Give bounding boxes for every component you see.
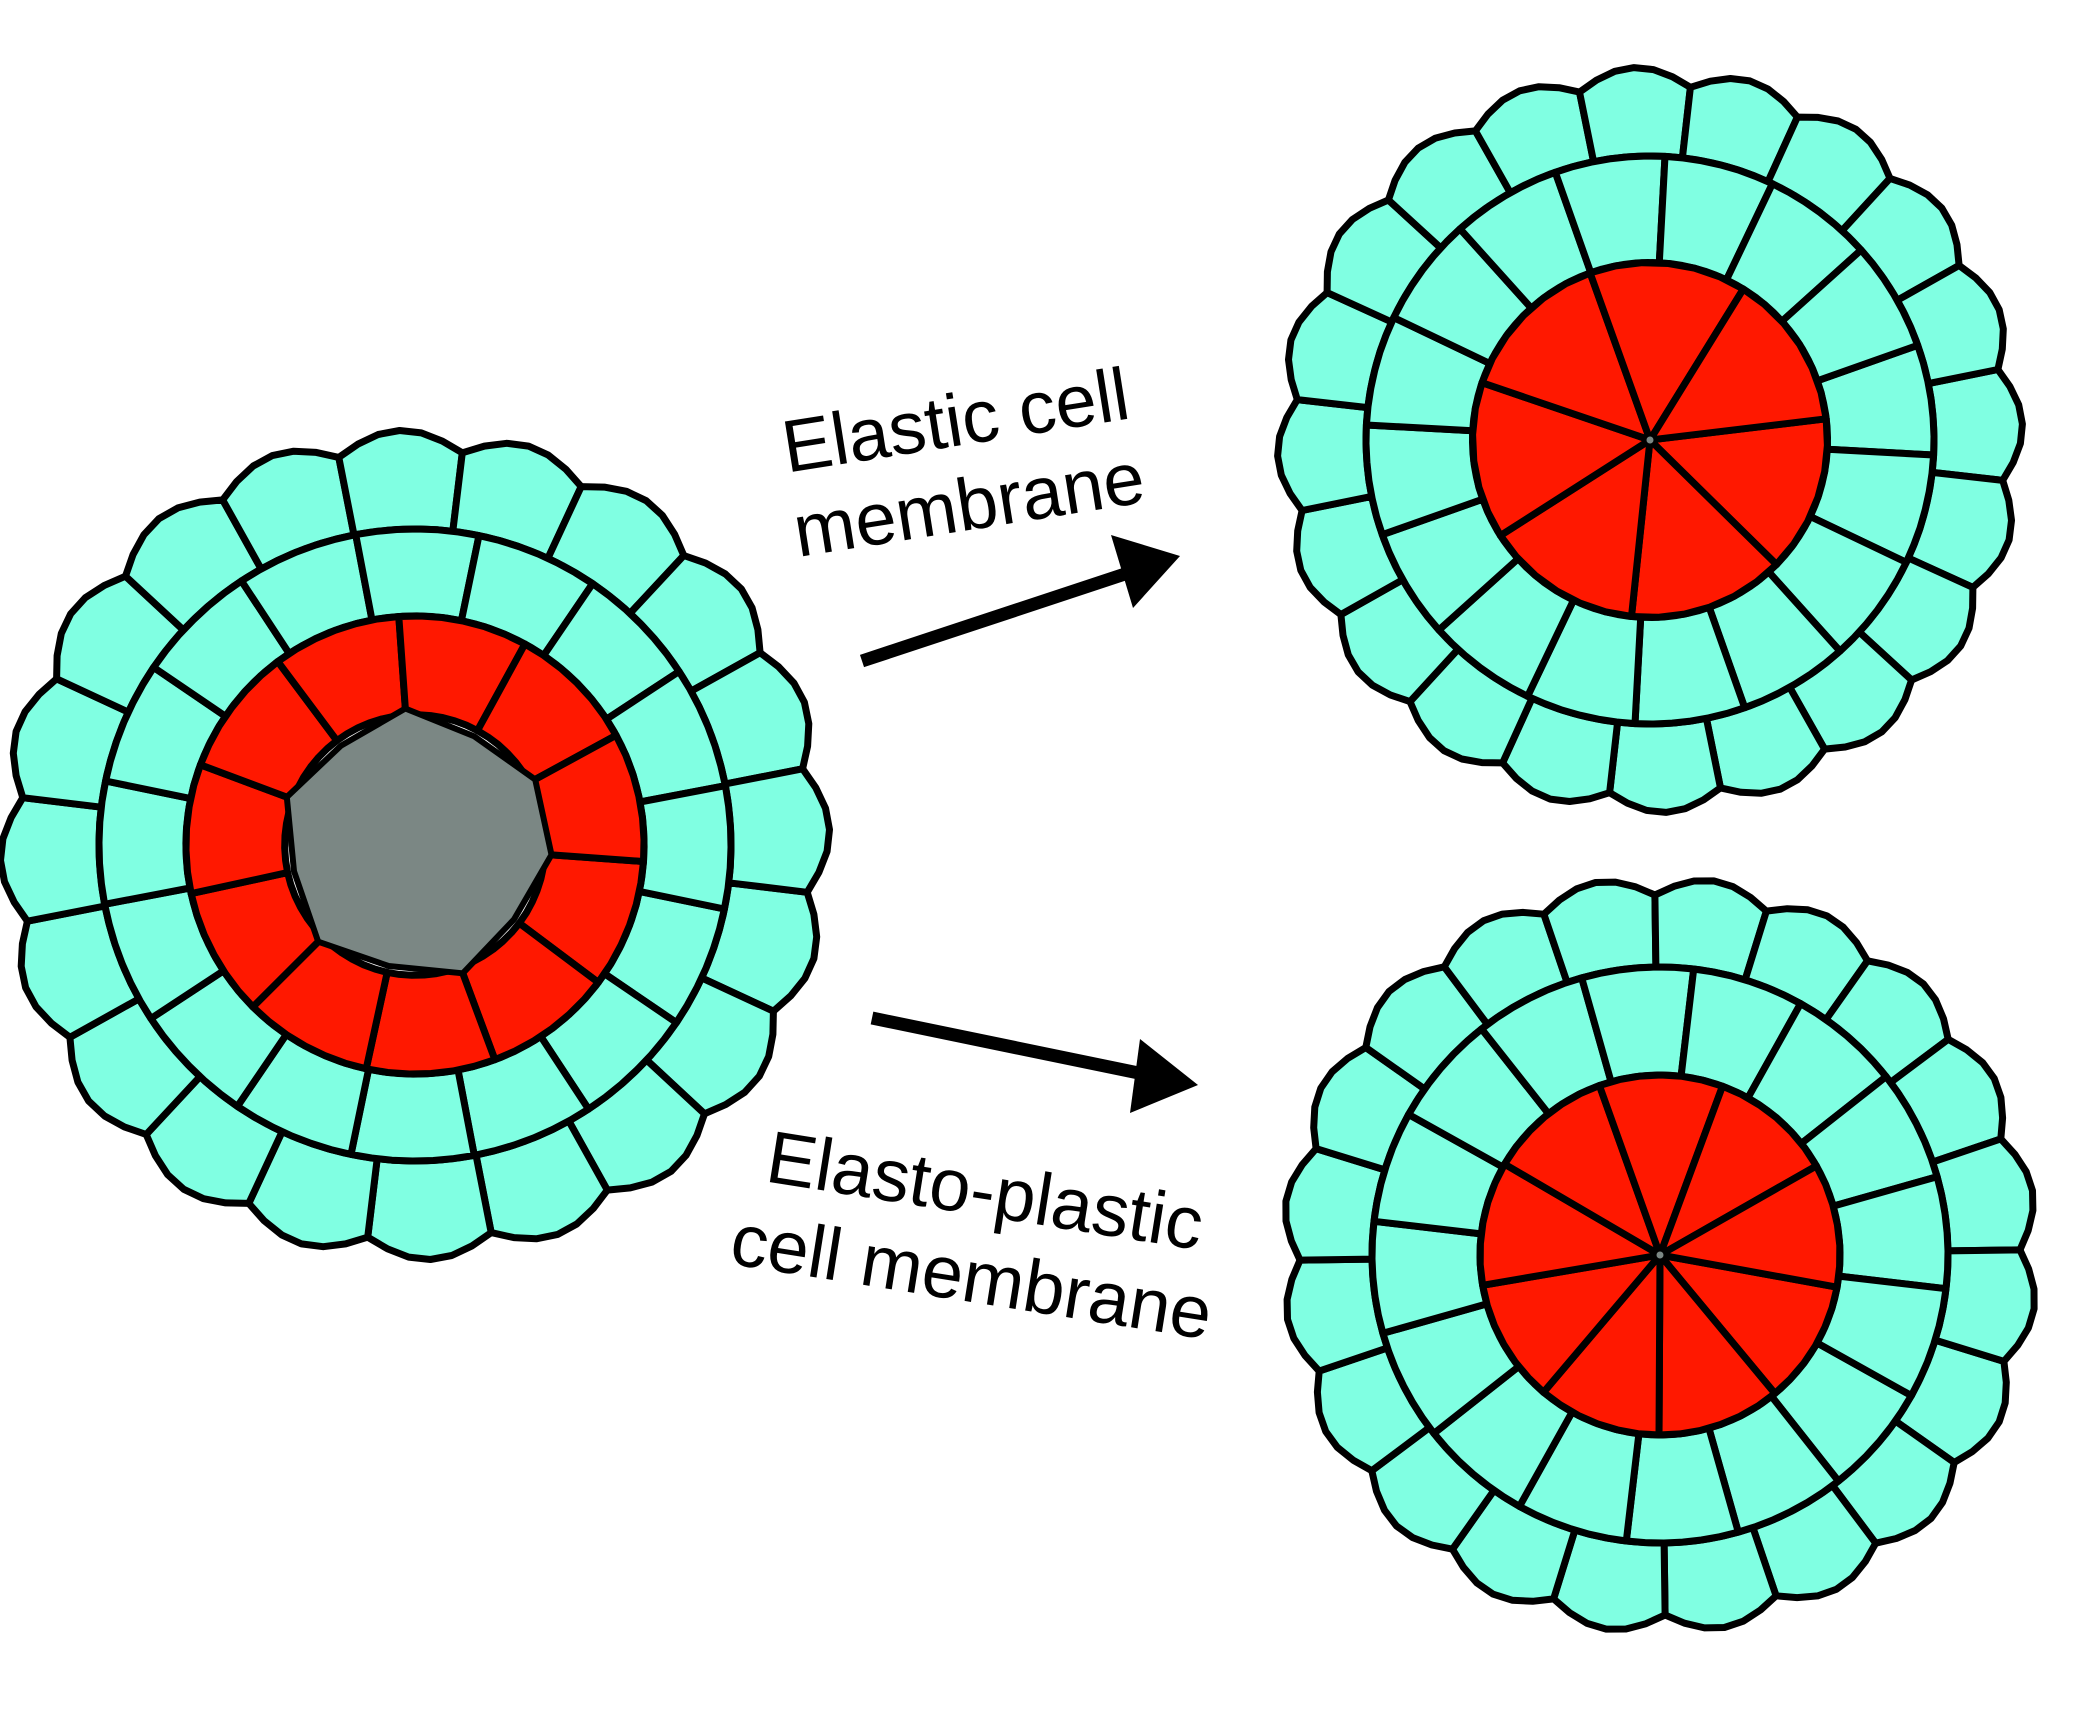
outer-cell: [352, 525, 483, 625]
closed-lumen-point: [1643, 433, 1657, 447]
elastoplastic-result-cluster: [1282, 877, 2038, 1633]
elastic-result-cluster: [1274, 64, 2026, 816]
lumen: [283, 705, 555, 977]
inner-cell: [1656, 1162, 1844, 1291]
outer-cell: [335, 427, 466, 539]
outer-cell: [1606, 714, 1724, 816]
outer-cell: [1576, 64, 1694, 166]
outer-cell: [0, 794, 109, 925]
arrow-to-elastic: [859, 535, 1180, 668]
outer-cell: [1924, 366, 2026, 484]
elastoplastic-label: Elasto-plastic cell membrane: [725, 1115, 1217, 1355]
outer-cell: [347, 1065, 478, 1165]
outer-cell: [635, 782, 735, 913]
initial-cyst-with-lumen: [0, 427, 833, 1263]
outer-cell: [95, 777, 195, 908]
inner-cell: [1646, 285, 1830, 444]
outer-cell: [1274, 396, 1376, 514]
closed-lumen-point: [1653, 1248, 1667, 1262]
elastic-label: Elastic cell membrane: [776, 352, 1150, 573]
arrow-to-elastoplastic: [870, 1011, 1198, 1113]
outer-cell: [364, 1151, 495, 1263]
outer-cell: [721, 765, 833, 896]
